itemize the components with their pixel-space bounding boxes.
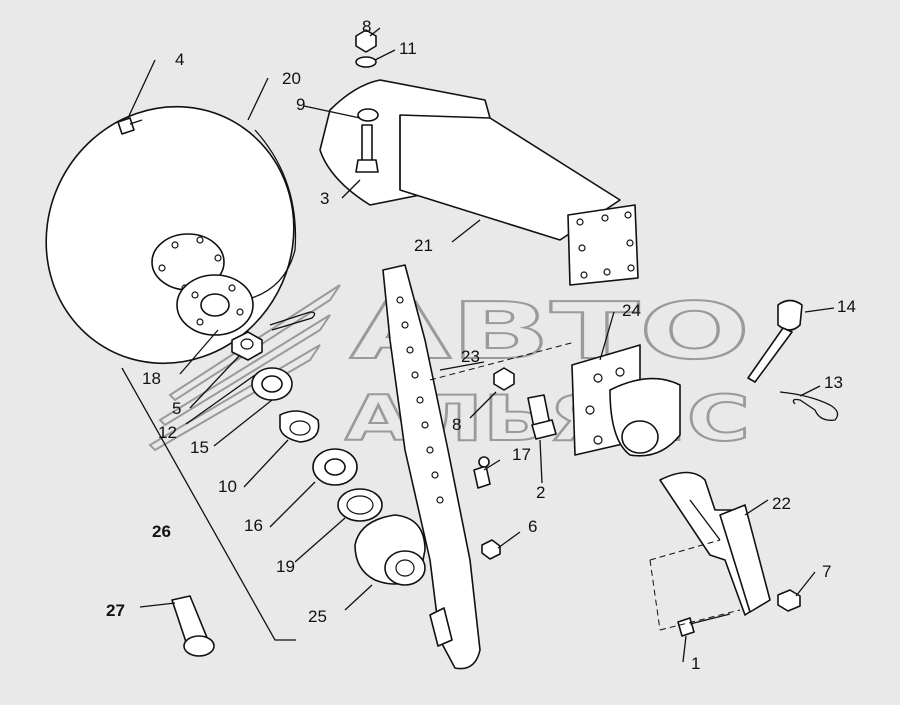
callout-18: 18 [142,369,161,388]
assembly-lines [429,341,741,631]
callout-20: 20 [282,69,301,88]
bearing-outer [251,367,293,401]
spring-clip [779,391,839,421]
callout-27: 27 [106,601,125,620]
callout-15: 15 [190,438,209,457]
callout-2: 2 [536,483,545,502]
callout-12: 12 [158,423,177,442]
callout-14: 14 [837,297,856,316]
grease-cap [171,595,215,657]
callout-17: 17 [512,445,531,464]
callout-25: 25 [308,607,327,626]
callout-24: 24 [622,301,641,320]
callout-6: 6 [528,517,537,536]
countersunk-screw [117,117,143,135]
callout-11: 11 [399,39,417,58]
hub [354,514,426,586]
castle-nut [231,331,263,361]
callout-8-top: 8 [362,17,371,36]
callout-1: 1 [691,654,700,673]
callout-26: 26 [152,522,171,541]
retaining-ring [279,410,320,443]
washer-9 [357,108,379,122]
split-pin [269,311,316,331]
clevis-yoke [659,471,771,616]
flange-plate [176,274,254,336]
callout-5: 5 [172,399,181,418]
bearing-inner [312,448,358,486]
lock-pin [747,299,803,383]
swivel-plate [571,344,681,457]
callout-13: 13 [824,373,843,392]
seal-ring [337,488,383,522]
callout-22: 22 [772,494,791,513]
callout-4: 4 [175,50,184,69]
pivot-nut [493,367,515,391]
disc-blade [45,105,297,365]
grease-nipple [473,456,491,489]
callouts: 4 20 8 11 9 3 21 14 24 23 13 8 17 2 22 6… [106,17,856,673]
yoke-nut [777,589,801,612]
callout-9: 9 [296,95,305,114]
disc-arm [382,264,481,670]
callout-7: 7 [822,562,831,581]
washer-11 [355,56,377,68]
bracket-bolt [355,124,379,173]
yoke-bolt [677,613,731,637]
callout-10: 10 [218,477,237,496]
callout-8-lower: 8 [452,415,461,434]
callout-19: 19 [276,557,295,576]
callout-23: 23 [461,347,480,366]
callout-16: 16 [244,516,263,535]
hub-nut [481,539,501,560]
callout-3: 3 [320,189,329,208]
leader-lines [121,27,835,663]
callout-21: 21 [414,236,433,255]
pivot-bolt [527,394,557,440]
